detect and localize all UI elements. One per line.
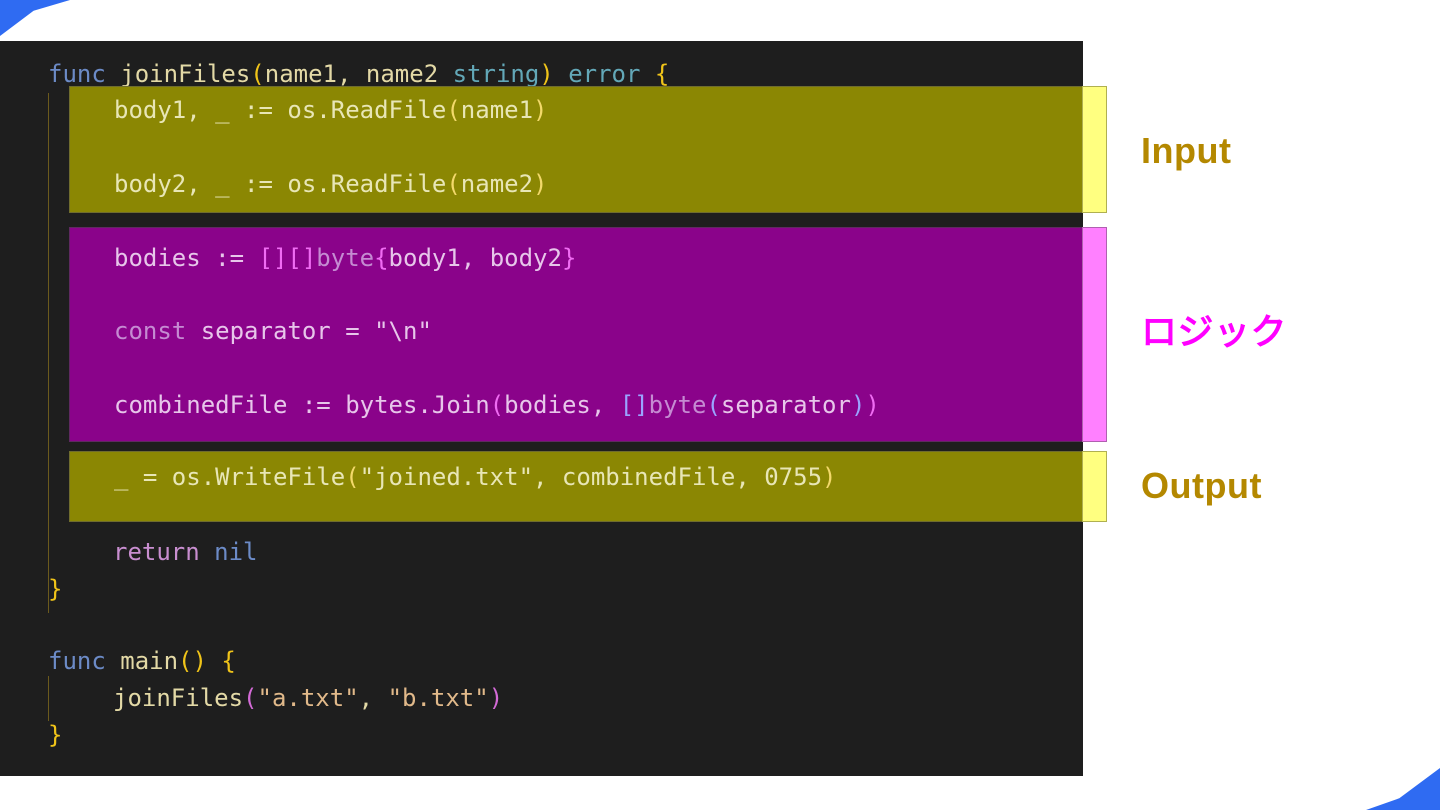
code-line-func-join: func joinFiles(name1, name2 string) erro…: [48, 60, 670, 88]
logic-highlight-tab: [1082, 227, 1107, 442]
input-label: Input: [1141, 130, 1232, 171]
logic-highlight-box: bodies := [][]byte{body1, body2} const s…: [69, 227, 1107, 442]
input-highlight-box: body1, _ := os.ReadFile(name1) body2, _ …: [69, 86, 1107, 213]
code-line-write: _ = os.WriteFile("joined.txt", combinedF…: [114, 463, 837, 491]
code-line-close-join: }: [48, 575, 63, 603]
code-line-read-body1: body1, _ := os.ReadFile(name1): [114, 96, 548, 124]
output-highlight-box: _ = os.WriteFile("joined.txt", combinedF…: [69, 451, 1107, 522]
indent-guide: [48, 93, 49, 613]
code-line-call-join: joinFiles("a.txt", "b.txt"): [113, 684, 504, 712]
code-line-func-main: func main() {: [48, 647, 236, 675]
code-line-read-body2: body2, _ := os.ReadFile(name2): [114, 170, 548, 198]
code-line-combined: combinedFile := bytes.Join(bodies, []byt…: [114, 391, 880, 419]
input-highlight-tab: [1082, 86, 1107, 213]
output-highlight-tab: [1082, 451, 1107, 522]
code-line-bodies: bodies := [][]byte{body1, body2}: [114, 244, 577, 272]
output-label: Output: [1141, 465, 1262, 506]
logic-label: ロジック: [1141, 311, 1288, 352]
code-line-const: const separator = "\n": [114, 317, 432, 345]
code-line-return: return nil: [113, 538, 258, 566]
code-block: func joinFiles(name1, name2 string) erro…: [0, 41, 669, 749]
indent-guide: [48, 676, 49, 721]
corner-accent-bottom-right: [1366, 768, 1440, 810]
corner-accent-top-left: [0, 0, 70, 36]
code-line-close-main: }: [48, 721, 63, 749]
